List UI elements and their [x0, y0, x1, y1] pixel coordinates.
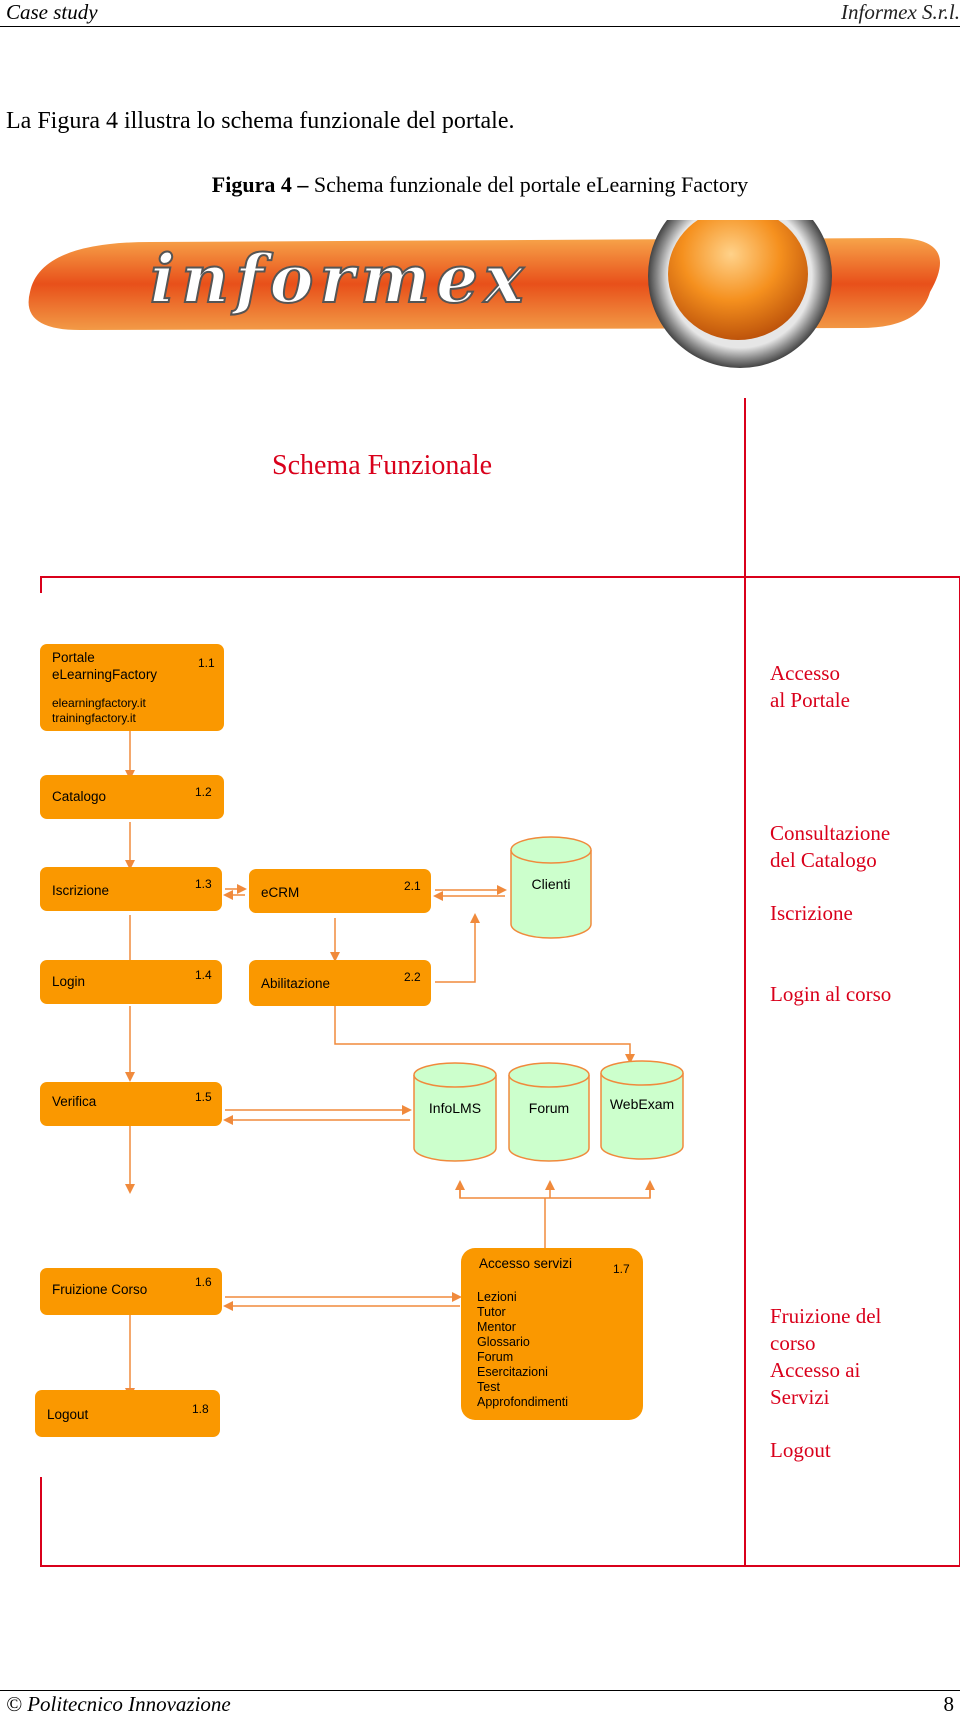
- node-verifica-label: Verifica: [52, 1094, 97, 1109]
- node-servizi-label: Accesso servizi: [479, 1256, 573, 1271]
- phase-consultazione: Consultazione del Catalogo: [770, 821, 891, 872]
- node-servizi: Accesso servizi 1.7 Lezioni Tutor Mentor…: [461, 1248, 643, 1420]
- node-ecrm: eCRM 2.1: [249, 869, 431, 913]
- node-login-number: 1.4: [195, 968, 212, 982]
- page-number: 8: [943, 1692, 955, 1716]
- db-infolms: InfoLMS: [413, 1062, 497, 1162]
- node-catalogo: Catalogo 1.2: [40, 775, 224, 819]
- node-iscrizione-number: 1.3: [195, 877, 212, 891]
- diagram-title: Schema Funzionale: [272, 450, 493, 481]
- node-abilitazione-label: Abilitazione: [261, 976, 331, 991]
- node-verifica: Verifica 1.5: [40, 1082, 222, 1126]
- informex-logo: informex: [28, 220, 941, 368]
- node-verifica-number: 1.5: [195, 1090, 212, 1104]
- node-logout-label: Logout: [47, 1407, 89, 1422]
- node-iscrizione-label: Iscrizione: [52, 883, 110, 898]
- servizi-item: Glossario: [477, 1335, 530, 1349]
- node-portale-line2: eLearningFactory: [52, 667, 158, 682]
- servizi-item: Tutor: [477, 1305, 506, 1319]
- footer-rule: [0, 1690, 960, 1691]
- logo-text: informex: [150, 240, 529, 318]
- phase-fruizione: Fruizione del corso Accesso ai Servizi: [770, 1304, 882, 1409]
- servizi-item: Approfondimenti: [477, 1395, 569, 1409]
- header-right: Informex S.r.l.: [841, 0, 960, 24]
- node-ecrm-number: 2.1: [404, 879, 421, 893]
- servizi-item: Forum: [477, 1350, 514, 1364]
- node-catalogo-number: 1.2: [195, 785, 212, 799]
- db-clienti-shape: [510, 836, 592, 939]
- servizi-item: Mentor: [477, 1320, 516, 1334]
- figure-caption: Figura 4 – Schema funzionale del portale…: [0, 172, 960, 198]
- footer-left: © Politecnico Innovazione: [6, 1692, 231, 1716]
- node-login-label: Login: [52, 974, 86, 989]
- db-forum: Forum: [508, 1062, 590, 1162]
- node-logout: Logout 1.8: [35, 1390, 220, 1437]
- servizi-item: Lezioni: [477, 1290, 517, 1304]
- db-webexam-label: WebExam: [609, 1096, 675, 1112]
- node-portale-line4: trainingfactory.it: [52, 711, 136, 725]
- node-fruizione: Fruizione Corso 1.6: [40, 1268, 222, 1315]
- node-abilitazione-number: 2.2: [404, 970, 421, 984]
- db-webexam: WebExam: [600, 1060, 684, 1160]
- db-forum-label: Forum: [528, 1100, 570, 1116]
- node-logout-number: 1.8: [192, 1402, 209, 1416]
- servizi-item: Esercitazioni: [477, 1365, 548, 1379]
- figure-caption-text: Schema funzionale del portale eLearning …: [313, 172, 749, 197]
- page-header: Case study Informex S.r.l.: [0, 0, 960, 28]
- phase-accesso: Accesso al Portale: [770, 661, 850, 712]
- db-clienti-label: Clienti: [531, 876, 571, 892]
- figure-caption-label: Figura 4 –: [211, 172, 309, 197]
- node-iscrizione: Iscrizione 1.3: [40, 867, 222, 911]
- node-servizi-number: 1.7: [613, 1262, 630, 1276]
- servizi-list: Lezioni Tutor Mentor Glossario Forum Ese…: [477, 1290, 568, 1410]
- servizi-item: Test: [477, 1380, 500, 1394]
- node-abilitazione: Abilitazione 2.2: [249, 960, 431, 1006]
- node-fruizione-number: 1.6: [195, 1275, 212, 1289]
- db-infolms-label: InfoLMS: [428, 1100, 482, 1116]
- logo-lens: [668, 220, 808, 340]
- node-catalogo-label: Catalogo: [52, 789, 107, 804]
- node-fruizione-label: Fruizione Corso: [52, 1282, 148, 1297]
- node-portale-line3: elearningfactory.it: [52, 696, 146, 710]
- node-portale-number: 1.1: [198, 656, 215, 670]
- node-login: Login 1.4: [40, 960, 222, 1004]
- db-infolms-shape: [413, 1062, 497, 1162]
- header-left: Case study: [6, 0, 98, 24]
- phase-iscrizione: Iscrizione: [770, 901, 853, 925]
- node-portale-line1: Portale: [52, 650, 95, 665]
- db-webexam-shape: [600, 1060, 684, 1160]
- db-forum-shape: [508, 1062, 590, 1162]
- node-ecrm-label: eCRM: [261, 885, 300, 900]
- node-portale: Portale eLearningFactory elearningfactor…: [40, 644, 224, 731]
- db-clienti: Clienti: [510, 836, 592, 940]
- phase-logout: Logout: [770, 1438, 831, 1462]
- header-rule: [0, 26, 960, 27]
- intro-paragraph: La Figura 4 illustra lo schema funzional…: [6, 108, 515, 134]
- phase-login: Login al corso: [770, 982, 892, 1006]
